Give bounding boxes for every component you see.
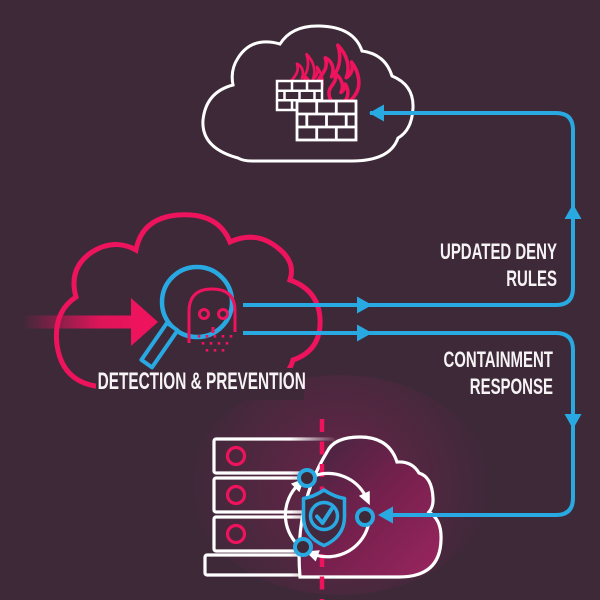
magnifier-icon <box>139 264 235 370</box>
detection-cloud-group <box>53 212 323 400</box>
skull-malware-icon <box>187 287 237 352</box>
label-updated-deny-rules: UPDATED DENY RULES <box>440 238 557 292</box>
label-containment-response: CONTAINMENT RESPONSE <box>444 346 553 400</box>
cloud-outline-icon <box>53 212 323 389</box>
label-containment-line2: RESPONSE <box>469 374 553 399</box>
brick-wall-front-icon <box>295 99 358 142</box>
arrow-right-icon <box>24 298 158 346</box>
response-cloud <box>297 435 443 579</box>
label-containment-line1: CONTAINMENT <box>443 347 553 372</box>
label-updated-deny-line2: RULES <box>506 266 557 291</box>
label-detection-prevention: DETECTION & PREVENTION <box>97 368 306 395</box>
label-mask <box>96 368 304 400</box>
threat-cloud-group <box>201 24 415 163</box>
node-dot-icon <box>293 468 375 557</box>
sync-arrows-icon <box>283 471 376 562</box>
label-updated-deny-line1: UPDATED DENY <box>440 239 557 264</box>
cloud-outline-icon <box>201 24 415 163</box>
led-circle-icon <box>225 445 247 545</box>
shield-check-icon <box>301 488 347 548</box>
